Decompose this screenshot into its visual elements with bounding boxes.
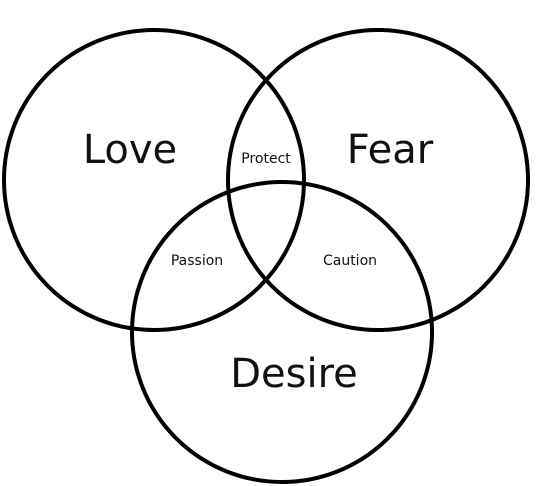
passion-label: Passion	[171, 253, 223, 269]
fear-circle	[226, 28, 530, 332]
protect-label: Protect	[241, 151, 291, 167]
love-label: Love	[83, 127, 177, 173]
desire-label: Desire	[230, 351, 358, 397]
caution-label: Caution	[323, 253, 377, 269]
love-circle	[2, 28, 306, 332]
desire-circle	[130, 180, 434, 484]
fear-label: Fear	[347, 127, 434, 173]
